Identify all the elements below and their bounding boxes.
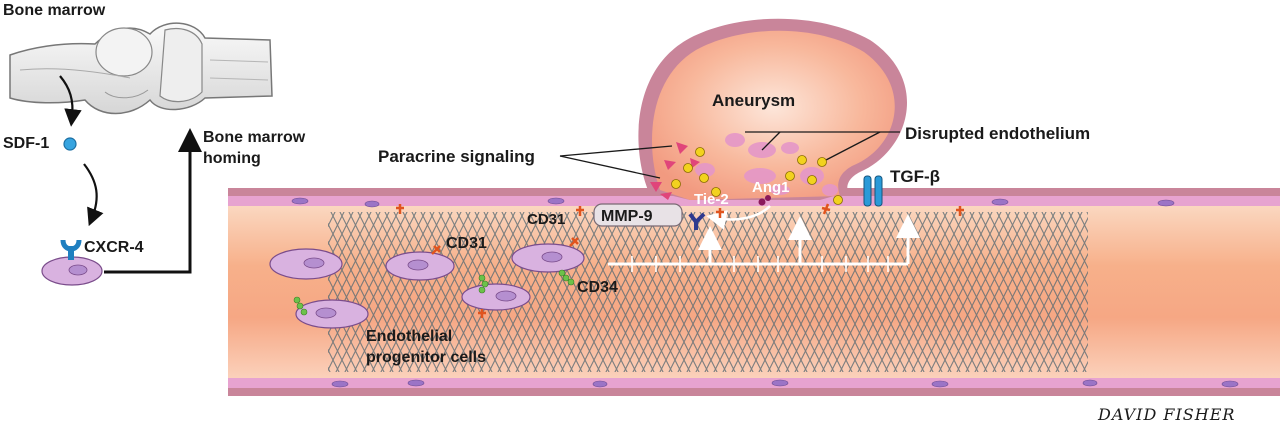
mmp9-label: MMP-9 bbox=[601, 208, 653, 225]
sdf1-label: SDF-1 bbox=[3, 135, 49, 152]
tie2-label: Tie-2 bbox=[694, 191, 729, 208]
bone-joint-icon bbox=[9, 22, 273, 115]
ang1-dot-icon bbox=[758, 198, 766, 206]
epc-label-line2: progenitor cells bbox=[366, 349, 486, 366]
progenitor-cell bbox=[293, 296, 369, 329]
cxcr4-receptor-icon bbox=[60, 239, 82, 260]
aneurysm-sac bbox=[638, 18, 908, 200]
ang1-label: Ang1 bbox=[752, 179, 790, 196]
bone-marrow-label: Bone marrow bbox=[3, 2, 106, 19]
homing-label-line2: homing bbox=[203, 150, 261, 167]
progenitor-cell bbox=[461, 274, 531, 318]
ang1-tie2-arrow bbox=[706, 205, 771, 230]
binding-arrow bbox=[83, 163, 104, 227]
epc-label-line1: Endothelial bbox=[366, 328, 452, 345]
sdf1-dot-icon bbox=[63, 137, 77, 151]
blood-vessel bbox=[228, 188, 1280, 396]
cxcr4-label: CXCR-4 bbox=[84, 239, 144, 256]
progenitor-cell bbox=[269, 248, 343, 280]
paracrine-triangles bbox=[650, 142, 700, 200]
paracrine-signaling-label: Paracrine signaling bbox=[378, 147, 535, 166]
homing-label-line1: Bone marrow bbox=[203, 129, 306, 146]
cd31-markers bbox=[396, 203, 964, 218]
tgf-beta-receptor-icon bbox=[863, 175, 883, 207]
cd31-upper-label: CD31 bbox=[527, 211, 565, 228]
cd31-lower-label: CD31 bbox=[446, 235, 487, 252]
cd34-label: CD34 bbox=[577, 279, 618, 296]
mmp9-box bbox=[593, 203, 683, 227]
progenitor-cell bbox=[511, 237, 585, 286]
aneurysm-label: Aneurysm bbox=[712, 91, 795, 110]
ligand-dots bbox=[671, 147, 843, 205]
cxcr4-cell bbox=[41, 239, 103, 286]
progenitor-cell bbox=[385, 245, 455, 281]
artist-signature: DAVID FISHER bbox=[1097, 405, 1235, 424]
homing-arrow bbox=[104, 128, 202, 274]
release-arrow bbox=[59, 75, 82, 127]
disrupted-endothelium-label: Disrupted endothelium bbox=[905, 124, 1090, 143]
tie2-receptor-icon bbox=[688, 212, 706, 230]
vessel-mesh bbox=[328, 212, 1088, 372]
tgf-beta-label: TGF-β bbox=[890, 167, 940, 186]
